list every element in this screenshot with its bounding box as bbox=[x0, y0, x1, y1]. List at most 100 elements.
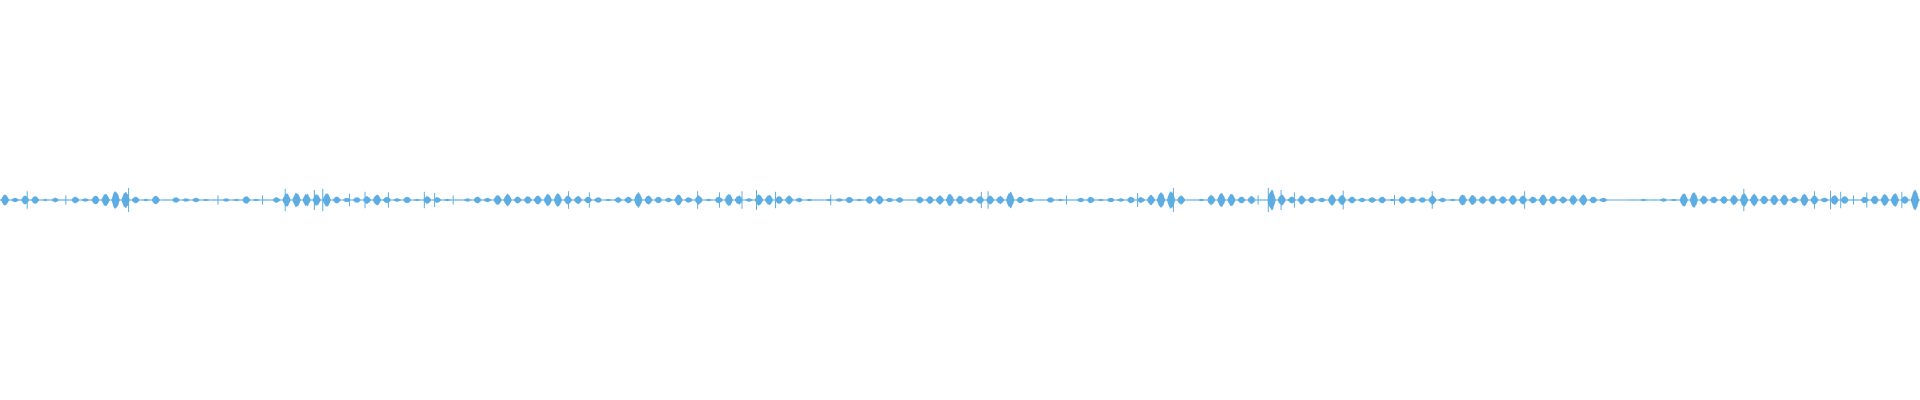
waveform-segment bbox=[664, 197, 673, 203]
waveform-segment bbox=[1538, 194, 1548, 206]
waveform-segment bbox=[473, 196, 482, 204]
waveform-segment bbox=[1237, 196, 1246, 204]
waveform-segment bbox=[272, 197, 281, 203]
waveform-segment bbox=[1227, 193, 1236, 207]
waveform-segment bbox=[1639, 198, 1648, 202]
waveform-segment bbox=[413, 198, 422, 202]
waveform-segment bbox=[603, 198, 613, 202]
waveform-segment bbox=[1287, 196, 1296, 204]
waveform-segment bbox=[1870, 195, 1879, 205]
waveform-segment bbox=[1056, 198, 1065, 202]
waveform-segment bbox=[181, 198, 191, 202]
waveform-segment bbox=[1347, 196, 1357, 204]
waveform-segment bbox=[1016, 196, 1025, 204]
waveform-segment bbox=[1599, 197, 1608, 203]
waveform-segment bbox=[1388, 198, 1397, 202]
waveform-segment bbox=[774, 195, 784, 205]
waveform-segment bbox=[1357, 197, 1367, 203]
waveform-segment bbox=[1569, 194, 1578, 206]
waveform-segment bbox=[1207, 194, 1216, 206]
waveform-segment bbox=[352, 197, 362, 203]
waveform-segment bbox=[191, 197, 201, 203]
waveform-segment bbox=[734, 195, 744, 205]
waveform-segment bbox=[1800, 193, 1809, 207]
waveform-segment bbox=[312, 194, 321, 206]
waveform-segment bbox=[262, 199, 271, 201]
waveform-segment bbox=[1689, 192, 1698, 208]
waveform-segment bbox=[1026, 197, 1035, 203]
waveform-segment bbox=[1468, 194, 1477, 206]
waveform-segment bbox=[1910, 189, 1920, 211]
waveform-segment bbox=[242, 196, 251, 204]
waveform-segment bbox=[252, 198, 261, 202]
waveform-segment bbox=[292, 192, 301, 208]
waveform-segment bbox=[895, 197, 904, 203]
waveform-segment bbox=[372, 194, 382, 206]
waveform-segment bbox=[1096, 198, 1105, 202]
waveform-segment bbox=[975, 195, 985, 205]
waveform-segment bbox=[996, 195, 1005, 205]
waveform-segment bbox=[433, 197, 442, 203]
waveform-segment bbox=[1247, 195, 1256, 205]
waveform-segment bbox=[1398, 196, 1407, 204]
waveform-segment bbox=[855, 198, 864, 202]
waveform-segment bbox=[201, 199, 211, 201]
waveform-segment bbox=[764, 195, 774, 205]
waveform-segment bbox=[1729, 194, 1739, 206]
waveform-segment bbox=[1136, 197, 1146, 203]
waveform-segment bbox=[1378, 196, 1387, 204]
waveform-segment bbox=[161, 199, 171, 201]
waveform-segment bbox=[1820, 197, 1829, 203]
waveform-segment bbox=[453, 199, 462, 201]
waveform-segment bbox=[754, 194, 764, 206]
waveform-segment bbox=[1197, 198, 1206, 202]
waveform-segment bbox=[543, 193, 553, 207]
waveform-segment bbox=[1076, 197, 1085, 203]
waveform-segment bbox=[483, 197, 492, 203]
waveform-segment bbox=[744, 198, 754, 202]
waveform-segment bbox=[614, 197, 623, 203]
waveform-segment bbox=[1850, 199, 1859, 201]
waveform-segment bbox=[674, 194, 683, 206]
waveform-segment bbox=[1900, 196, 1910, 204]
waveform-segment bbox=[593, 197, 603, 203]
waveform-segment bbox=[513, 196, 522, 204]
waveform-segment bbox=[81, 198, 90, 202]
waveform-segment bbox=[684, 197, 693, 203]
waveform-segment bbox=[1327, 194, 1337, 206]
waveform-segment bbox=[985, 195, 995, 205]
waveform-segment bbox=[1307, 196, 1317, 204]
waveform-segment bbox=[1488, 195, 1497, 205]
waveform-segment bbox=[1408, 196, 1417, 204]
waveform-segment bbox=[835, 198, 844, 202]
waveform-segment bbox=[302, 193, 311, 207]
waveform-segment bbox=[141, 198, 150, 202]
waveform-segment bbox=[724, 194, 733, 206]
waveform-segment bbox=[1367, 197, 1377, 203]
waveform-segment bbox=[332, 196, 341, 204]
waveform-segment bbox=[1579, 194, 1588, 206]
waveform-segment bbox=[644, 195, 653, 205]
waveform-segment bbox=[784, 195, 794, 205]
waveform-segment bbox=[282, 193, 291, 207]
waveform-segment bbox=[553, 192, 563, 208]
waveform-segment bbox=[915, 196, 924, 204]
waveform-segment bbox=[443, 198, 452, 202]
waveform-segment bbox=[825, 198, 834, 202]
waveform-segment bbox=[1790, 196, 1799, 204]
waveform-segment bbox=[905, 199, 914, 201]
waveform-segment bbox=[1317, 197, 1327, 203]
waveform-segment bbox=[91, 195, 100, 205]
waveform-segment bbox=[1478, 195, 1487, 205]
waveform-segment bbox=[815, 199, 824, 201]
waveform-segment bbox=[945, 193, 955, 207]
waveform-segment bbox=[1860, 196, 1869, 204]
waveform-segment bbox=[10, 197, 20, 203]
waveform-segment bbox=[1418, 197, 1427, 203]
waveform-segment bbox=[402, 196, 412, 204]
waveform-segment bbox=[865, 196, 874, 204]
waveform-segment bbox=[1528, 196, 1538, 204]
waveform-segment bbox=[955, 195, 965, 205]
waveform-segment bbox=[1770, 194, 1779, 206]
